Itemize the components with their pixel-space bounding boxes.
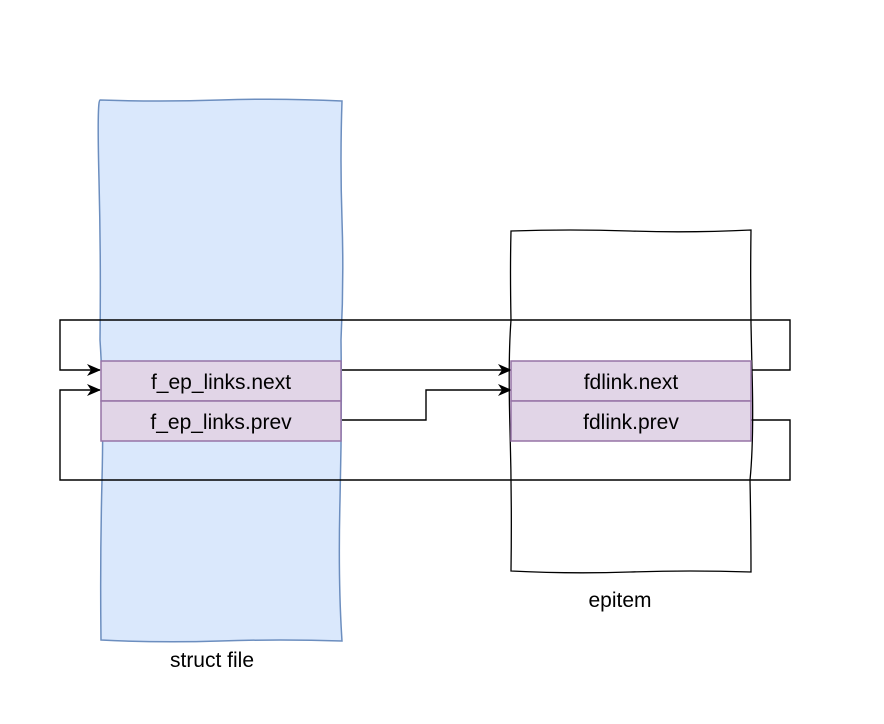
struct-file-caption: struct file (170, 649, 254, 672)
f-ep-links-prev-field: f_ep_links.prev (100, 400, 342, 442)
field-label: f_ep_links.prev (150, 411, 292, 434)
fdlink-prev-field: fdlink.prev (510, 400, 752, 442)
connectors (59, 319, 791, 481)
field-box (510, 400, 752, 442)
field-label: f_ep_links.next (151, 371, 291, 394)
field-box (100, 400, 342, 442)
epitem-caption: epitem (588, 589, 651, 612)
f-ep-links-next-field: f_ep_links.next (100, 360, 342, 402)
connector-fdlink-next-loop (59, 319, 791, 376)
field-box (510, 360, 752, 402)
connector-fdlink-prev-loop (59, 384, 791, 481)
field-label: fdlink.prev (583, 411, 679, 434)
connector-prev-to-fdlink-next (342, 384, 512, 421)
field-label: fdlink.next (584, 371, 679, 394)
fdlink-next-field: fdlink.next (510, 360, 752, 402)
